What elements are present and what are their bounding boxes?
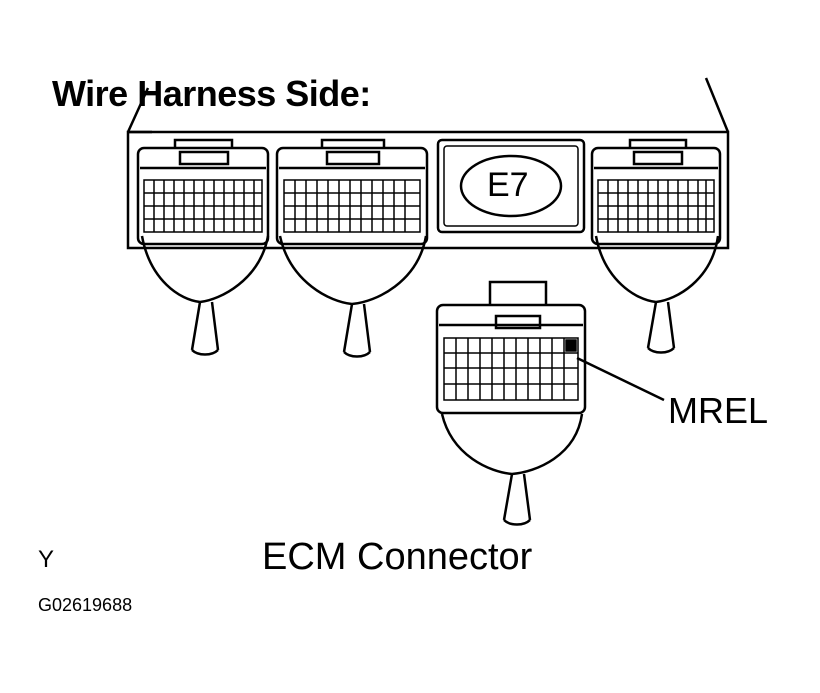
mrel-leader-line <box>576 356 665 402</box>
lower-connector-pin-grid <box>443 337 579 401</box>
middle-connector <box>275 138 429 358</box>
diagram-caption: ECM Connector <box>262 536 533 578</box>
figure-id: G02619688 <box>38 595 133 615</box>
right-connector <box>590 138 722 354</box>
left-connector-pin-grid <box>143 179 263 233</box>
ecm-housing <box>126 77 730 250</box>
e7-plate <box>436 138 586 234</box>
corner-mark: Y <box>38 546 55 573</box>
left-connector <box>136 138 270 356</box>
middle-connector-pin-grid <box>283 179 421 233</box>
right-connector-pin-grid <box>597 179 715 233</box>
lower-connector <box>435 280 665 526</box>
mrel-pin-label: MREL <box>668 390 769 431</box>
e7-connector-code: E7 <box>487 166 529 204</box>
diagram-title: Wire Harness Side: <box>52 73 371 114</box>
